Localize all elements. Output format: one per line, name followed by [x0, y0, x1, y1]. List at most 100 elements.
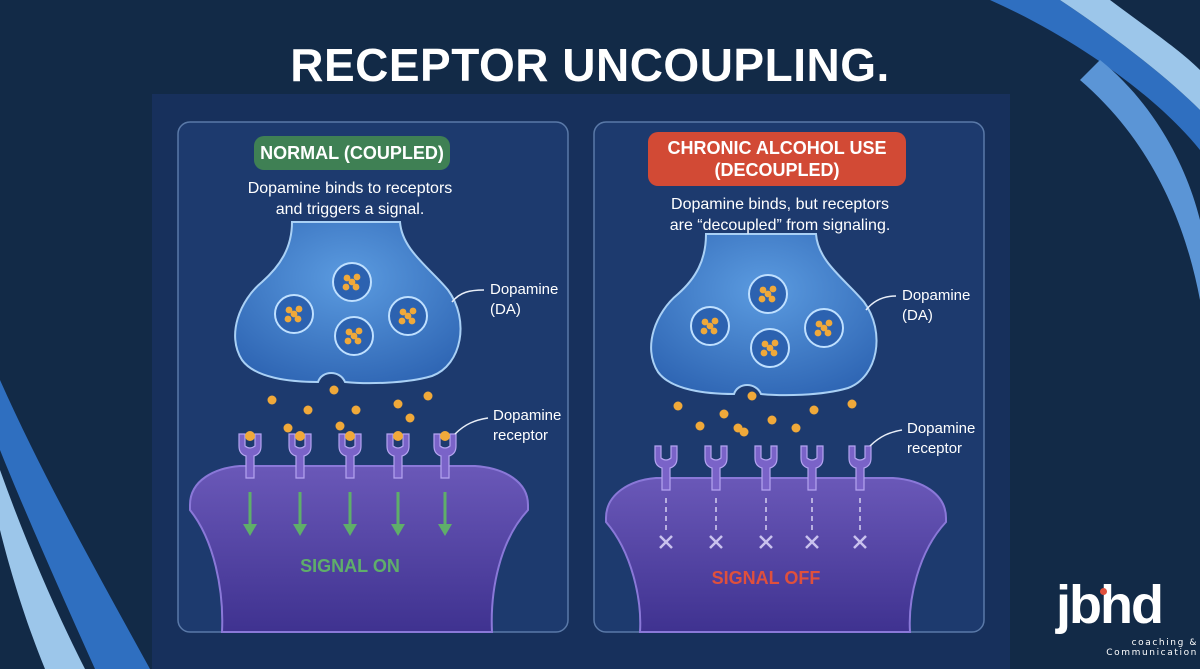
dopamine-molecule: [283, 423, 293, 433]
dopamine-molecules-right: [673, 391, 857, 437]
badge-line: CHRONIC ALCOHOL USE: [667, 138, 887, 158]
x-mark-icon: [805, 498, 819, 549]
dopamine-molecule: [303, 405, 313, 415]
dopamine-molecule: [791, 423, 801, 433]
callout-line-receptor-left: [454, 417, 489, 435]
badge-line: (DECOUPLED): [714, 160, 840, 180]
dopamine-molecule: [673, 401, 683, 411]
label-line: receptor: [493, 427, 549, 444]
decor-swoosh-top-right: [990, 0, 1200, 300]
vesicle-icon: [690, 306, 730, 346]
arrow-down-icon: [243, 492, 257, 536]
callout-line-receptor-right: [869, 429, 903, 447]
description-line: Dopamine binds to receptors: [247, 180, 453, 197]
bound-dopamine: [345, 431, 355, 441]
dopamine-molecule: [267, 395, 277, 405]
callout-line-dopamine-right: [865, 295, 897, 311]
arrow-down-icon: [343, 492, 357, 536]
receptor-label: Dopamine receptor: [907, 419, 975, 459]
dopamine-molecule: [719, 409, 729, 419]
x-mark-icon: [759, 498, 773, 549]
dopamine-molecule: [847, 399, 857, 409]
receptor-icon: [754, 445, 778, 491]
dopamine-molecule: [695, 421, 705, 431]
signal-on-label: SIGNAL ON: [300, 556, 400, 576]
arrow-down-icon: [391, 492, 405, 536]
description-line: Dopamine binds, but receptors: [671, 196, 889, 213]
logo-tagline: coaching & Communication: [1058, 638, 1198, 658]
dopamine-molecule: [393, 399, 403, 409]
vesicle-icon: [334, 316, 374, 356]
bound-dopamine: [295, 431, 305, 441]
presynaptic-terminal-icon: [650, 233, 878, 397]
vesicle-icon: [388, 296, 428, 336]
label-line: Dopamine: [490, 281, 559, 298]
vesicle-icon: [748, 274, 788, 314]
dopamine-molecule: [405, 413, 415, 423]
bound-dopamine: [440, 431, 450, 441]
receptor-icon: [288, 431, 312, 479]
receptor-icon: [654, 445, 678, 491]
coupled-badge: NORMAL (COUPLED): [254, 136, 450, 170]
vesicle-icon: [750, 328, 790, 368]
postsynaptic-neuron: [605, 477, 947, 633]
dopamine-molecule: [809, 405, 819, 415]
slide-title: RECEPTOR UNCOUPLING.: [290, 39, 890, 91]
bound-dopamine: [245, 431, 255, 441]
receptor-group-left: [238, 431, 457, 479]
dopamine-molecule: [335, 421, 345, 431]
vesicle-icon: [804, 308, 844, 348]
dopamine-molecule: [733, 423, 743, 433]
tagline-line: coaching &: [1131, 638, 1198, 648]
decor-swoosh-left: [0, 380, 150, 669]
label-line: (DA): [902, 307, 933, 324]
blocked-signal-marks: [659, 498, 867, 549]
receptor-group-right: [654, 445, 872, 491]
receptor-icon: [433, 431, 457, 479]
dopamine-molecules-left: [267, 385, 433, 433]
decoupled-description: Dopamine binds, but receptors are “decou…: [640, 194, 920, 236]
label-line: Dopamine: [902, 287, 971, 304]
brand-logo: jbhd coaching & Communication: [1050, 575, 1196, 662]
bound-dopamine: [393, 431, 403, 441]
presynaptic-terminal-icon: [234, 221, 462, 385]
x-mark-icon: [853, 498, 867, 549]
callout-line-dopamine-left: [451, 289, 485, 303]
receptor-icon: [338, 431, 362, 479]
tagline-line: Communication: [1106, 648, 1198, 658]
x-mark-icon: [709, 498, 723, 549]
label-line: (DA): [490, 301, 521, 318]
vesicle-icon: [332, 262, 372, 302]
receptor-icon: [386, 431, 410, 479]
coupled-description: Dopamine binds to receptors and triggers…: [230, 178, 470, 220]
receptor-icon: [704, 445, 728, 491]
x-mark-icon: [659, 498, 673, 549]
dopamine-molecule: [747, 391, 757, 401]
receptor-icon: [238, 431, 262, 479]
label-line: receptor: [907, 440, 963, 457]
logo-dot-icon: [1100, 588, 1107, 595]
postsynaptic-neuron: [189, 465, 529, 633]
vesicle-group-right: [690, 274, 844, 368]
signal-off-label: SIGNAL OFF: [711, 568, 821, 588]
label-line: Dopamine: [907, 420, 976, 437]
logo-wordmark: jbhd: [1056, 575, 1164, 635]
arrow-down-icon: [293, 492, 307, 536]
dopamine-molecule: [767, 415, 777, 425]
description-line: and triggers a signal.: [275, 201, 425, 218]
receptor-icon: [800, 445, 824, 491]
signal-arrows: [243, 492, 452, 536]
receptor-label: Dopamine receptor: [493, 406, 561, 446]
label-line: Dopamine: [493, 407, 562, 424]
dopamine-label: Dopamine (DA): [902, 286, 970, 326]
arrow-down-icon: [438, 492, 452, 536]
vesicle-icon: [274, 294, 314, 334]
decoupled-badge: CHRONIC ALCOHOL USE (DECOUPLED): [648, 132, 906, 186]
dopamine-molecule: [329, 385, 339, 395]
dopamine-molecule: [351, 405, 361, 415]
dopamine-label: Dopamine (DA): [490, 280, 558, 320]
dopamine-molecule: [423, 391, 433, 401]
vesicle-group-left: [274, 262, 428, 356]
